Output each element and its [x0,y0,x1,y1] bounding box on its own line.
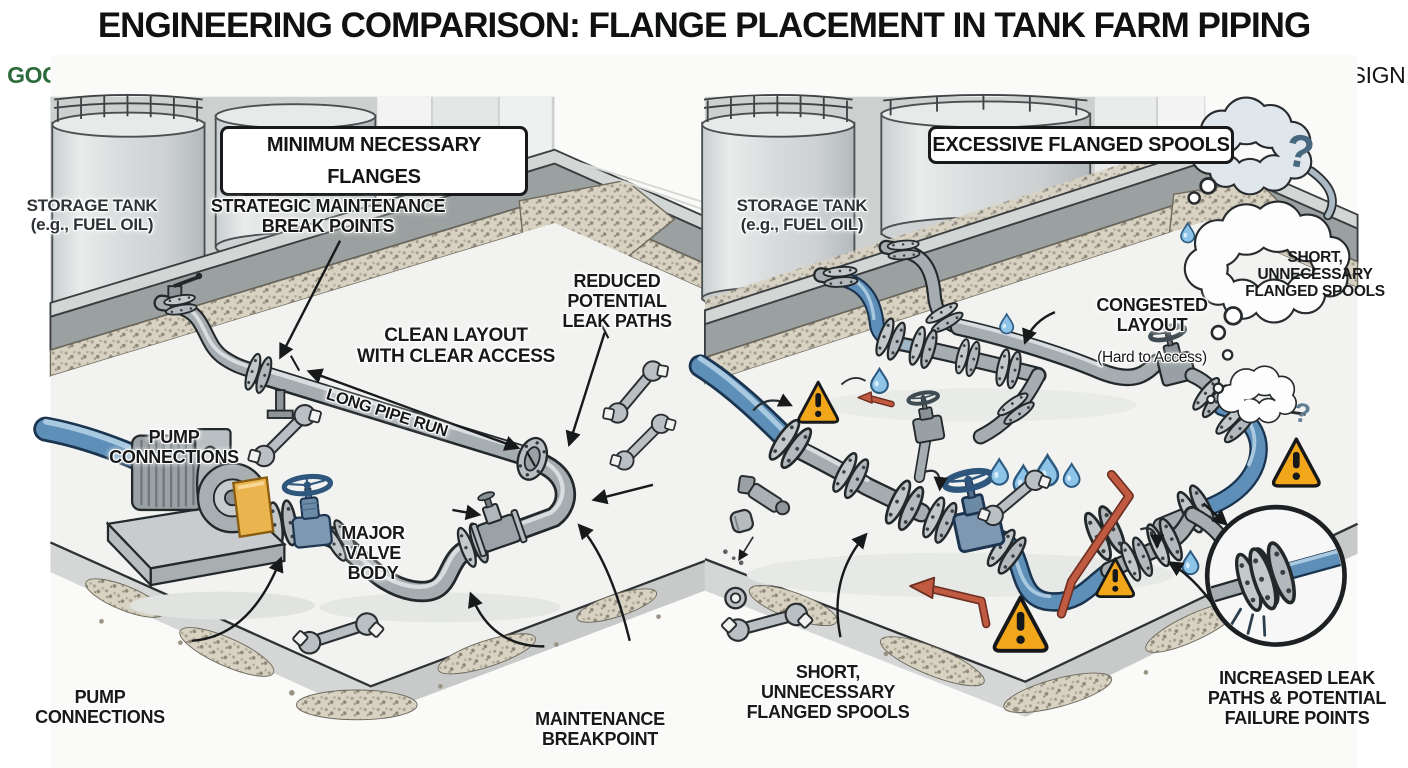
congested-layout-sub-label: (Hard to Access) [1097,349,1207,366]
bottom-run-pipe [271,450,577,603]
thought-cloud-icon [1183,200,1351,361]
left-badge: MINIMUM NECESSARY FLANGES [220,126,528,196]
right-storage-tank-label: STORAGE TANK (e.g., FUEL OIL) [736,196,868,234]
magnifier-leak-icon [1204,504,1347,647]
left-storage-tank-label: STORAGE TANK (e.g., FUEL OIL) [26,196,158,234]
right-badge: EXCESSIVE FLANGED SPOOLS [928,126,1234,164]
pump-connections-upper-label: PUMP CONNECTIONS [109,427,239,467]
leader-arrows [836,311,1229,638]
increased-leak-label: INCREASED LEAK PATHS & POTENTIAL FAILURE… [1207,668,1387,728]
maintenance-breakpoint-label: MAINTENANCE BREAKPOINT (e.g., FLANGED EL… [496,690,704,768]
short-spools-label: SHORT, UNNECESSARY FLANGED SPOOLS [746,662,910,722]
pipe-shadow [319,592,562,623]
leak-pipe-red [857,391,1134,629]
question-mark-big: ? [1281,122,1319,180]
maintenance-breakpoint-main: MAINTENANCE BREAKPOINT [535,708,665,749]
reduced-leak-paths-label: REDUCED POTENTIAL LEAK PATHS [562,271,672,331]
valve-handwheel-icon [281,473,334,549]
clean-layout-label: CLEAN LAYOUT WITH CLEAR ACCESS [357,325,555,367]
major-valve-body [470,491,528,558]
nut-icon [724,586,747,610]
leader-arrows [191,240,654,648]
pipe-support [266,389,294,419]
page-title: ENGINEERING COMPARISON: FLANGE PLACEMENT… [97,6,1311,45]
illustration [33,55,1359,768]
flange-pair-icon [822,264,859,290]
congested-layout-label: CONGESTED LAYOUT [1096,295,1208,335]
right-panel-scene [688,94,1359,717]
pump-shadow [129,591,316,620]
question-cloud-small-icon [1206,365,1298,424]
gravel-spill [85,578,661,721]
pipe-fitting-icon [737,474,791,516]
cloud-spools-label: SHORT, UNNECESSARY FLANGED SPOOLS [1245,249,1385,301]
flange-pair-icon [886,238,921,262]
cap-piece-icon [729,508,754,534]
strategic-break-points-label: STRATEGIC MAINTENANCE BREAK POINTS [210,196,446,236]
left-panel-scene [33,94,706,721]
pump [105,428,287,588]
tank-valve [167,272,203,299]
pump-connections-lower-label: PUMP CONNECTIONS [35,687,165,727]
pump-coupling [232,476,275,539]
major-valve-body-label: MAJOR VALVE BODY [341,523,405,583]
question-mark-small: ? [1291,396,1313,430]
